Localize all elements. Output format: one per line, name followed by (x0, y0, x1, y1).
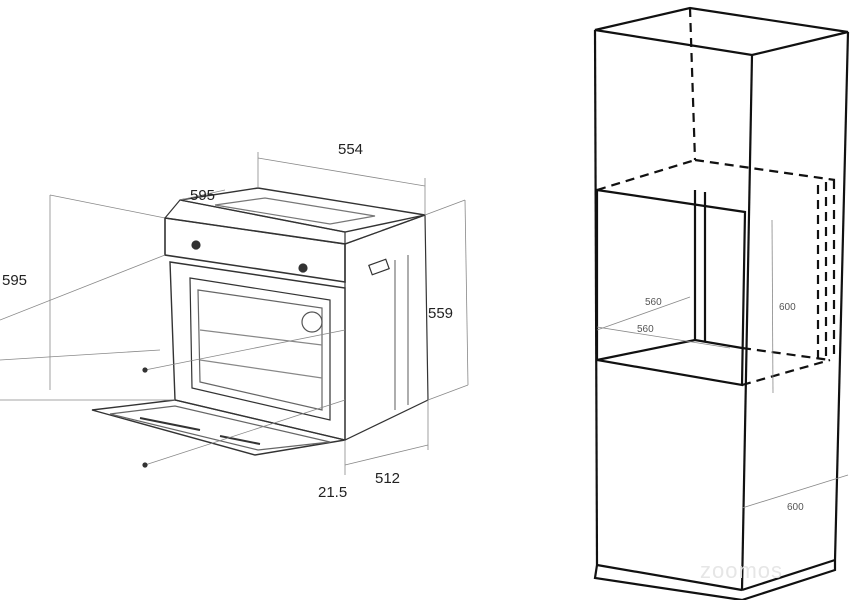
dim-cabinet-depth: 600 (787, 502, 804, 513)
dim-front-height: 595 (2, 272, 27, 289)
dim-niche-height: 600 (779, 302, 796, 313)
dim-panel-thickness: 21.5 (318, 484, 347, 501)
oven-drawing (0, 152, 469, 475)
dim-niche-width-bottom: 560 (637, 324, 654, 335)
dim-top-depth: 554 (338, 141, 363, 158)
dim-side-height: 559 (428, 305, 453, 322)
watermark: zoomos (700, 558, 783, 583)
dim-front-width: 595 (190, 187, 215, 204)
cabinet-drawing (593, 6, 850, 600)
dim-body-depth: 512 (375, 470, 400, 487)
dim-niche-width-top: 560 (645, 297, 662, 308)
